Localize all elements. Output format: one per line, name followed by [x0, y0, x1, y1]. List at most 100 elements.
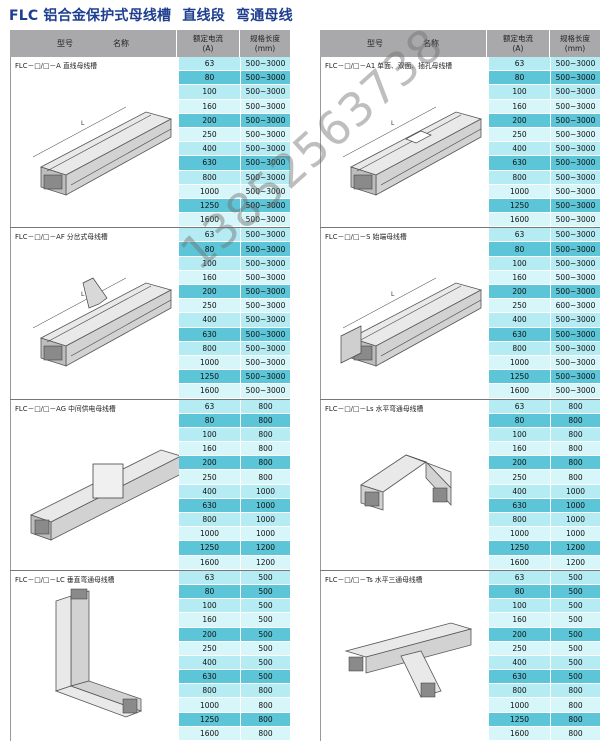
rated-current-cell: 250: [488, 127, 550, 143]
rated-current-cell: 200: [178, 456, 240, 471]
svg-text:L: L: [81, 120, 85, 127]
rated-current-cell: 250: [488, 641, 550, 656]
rated-current-cell: 63: [178, 57, 240, 72]
length-cell: 800: [550, 456, 600, 471]
product-label: FLC－□/□－A 直线母线槽: [15, 62, 97, 70]
rated-current-cell: 1250: [488, 712, 550, 727]
rated-current-cell: 1600: [178, 555, 240, 570]
length-cell: 500: [240, 599, 290, 614]
length-cell: 500~3000: [550, 184, 600, 199]
length-cell: 500~3000: [550, 127, 600, 143]
header-model-name: 型号 名称: [320, 30, 486, 57]
rated-current-cell: 80: [178, 71, 240, 86]
product-illustration: FLC－□/□－Ts 水平三通母线槽: [320, 570, 488, 741]
rated-current-cell: 630: [178, 498, 240, 513]
length-cell: 800: [550, 399, 600, 414]
length-cell: 800: [550, 470, 600, 485]
rated-current-cell: 160: [488, 270, 550, 285]
length-cell: 500~3000: [550, 370, 600, 385]
rated-current-cell: 250: [178, 299, 240, 314]
svg-text:L: L: [391, 291, 395, 298]
rated-current-cell: 250: [178, 641, 240, 656]
rated-current-cell: 63: [178, 228, 240, 243]
rated-current-cell: 1250: [488, 370, 550, 385]
rated-current-cell: 100: [178, 427, 240, 443]
rated-current-cell: 63: [178, 399, 240, 414]
rated-current-cell: 80: [488, 242, 550, 257]
rated-current-cell: 160: [178, 99, 240, 114]
rated-current-cell: 100: [488, 256, 550, 271]
rated-current-cell: 400: [178, 313, 240, 328]
length-cell: 500~3000: [550, 285, 600, 300]
length-cell: 500~3000: [550, 384, 600, 399]
product-label: FLC－□/□－LC 垂直弯通母线槽: [15, 575, 115, 584]
product-illustration: FLC－□/□－LC 垂直弯通母线槽: [10, 570, 178, 741]
length-cell: 500~3000: [240, 313, 290, 328]
header-length: 规格长度 (mm): [239, 30, 290, 57]
rated-current-cell: 200: [488, 285, 550, 300]
length-cell: 500~3000: [240, 256, 290, 271]
rated-current-cell: 400: [178, 142, 240, 157]
rated-current-cell: 250: [178, 470, 240, 485]
header-current-label: 额定电流: [503, 33, 533, 43]
product-label: FLC－□/□－Ls 水平弯通母线槽: [325, 404, 424, 413]
header-current-unit: (A): [512, 43, 524, 53]
length-cell: 1200: [550, 541, 600, 556]
rated-current-cell: 160: [178, 613, 240, 628]
rated-current-cell: 63: [488, 399, 550, 414]
rated-current-cell: 200: [488, 627, 550, 642]
length-cell: 800: [550, 427, 600, 443]
length-cell: 500~3000: [550, 71, 600, 86]
length-cell: 500~3000: [240, 71, 290, 86]
rated-current-cell: 1250: [178, 541, 240, 556]
length-cell: 500~3000: [240, 113, 290, 128]
length-cell: 500~3000: [550, 355, 600, 371]
length-cell: 500: [550, 613, 600, 628]
length-cell: 500~3000: [240, 270, 290, 285]
rated-current-cell: 200: [178, 627, 240, 642]
rated-current-cell: 63: [488, 57, 550, 72]
rated-current-cell: 1600: [488, 726, 550, 741]
rated-current-cell: 1600: [488, 213, 550, 228]
length-cell: 500~3000: [240, 57, 290, 72]
header-current: 额定电流 (A): [176, 30, 239, 57]
